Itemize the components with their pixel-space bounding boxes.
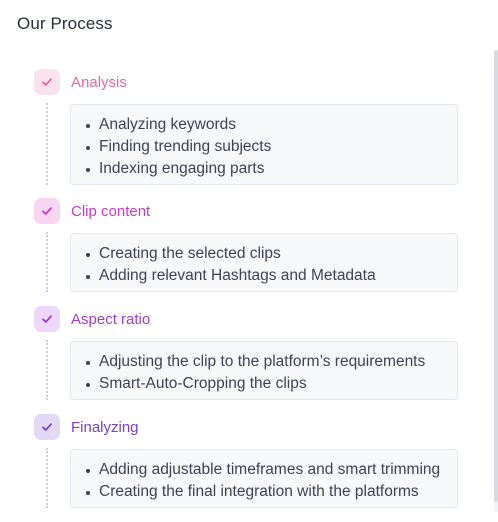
step-details-list: Creating the selected clips Adding relev… — [84, 243, 457, 287]
step-details-card: Creating the selected clips Adding relev… — [70, 233, 458, 292]
step-header: Clip content — [34, 198, 150, 224]
step-connector — [46, 448, 48, 508]
step-connector — [46, 232, 48, 292]
step-details-card: Adding adjustable timeframes and smart t… — [70, 449, 458, 508]
check-icon — [34, 414, 60, 440]
step-label: Clip content — [71, 202, 151, 220]
step-header: Analysis — [34, 69, 127, 95]
step-details-list: Analyzing keywords Finding trending subj… — [84, 114, 457, 180]
step-header: Aspect ratio — [34, 306, 150, 332]
list-item: Adding adjustable timeframes and smart t… — [84, 459, 457, 481]
section-title: Our Process — [17, 14, 113, 33]
list-item: Adjusting the clip to the platform’s req… — [84, 351, 457, 373]
list-item: Creating the final integration with the … — [84, 481, 457, 503]
step-label: Finalyzing — [71, 418, 139, 436]
step-details-list: Adding adjustable timeframes and smart t… — [84, 459, 457, 503]
list-item: Adding relevant Hashtags and Metadata — [84, 265, 457, 287]
step-connector — [46, 340, 48, 400]
scrollbar-thumb[interactable] — [494, 50, 498, 502]
list-item: Analyzing keywords — [84, 114, 457, 136]
list-item: Indexing engaging parts — [84, 158, 457, 180]
step-label: Aspect ratio — [71, 310, 151, 328]
step-details-card: Analyzing keywords Finding trending subj… — [70, 104, 458, 185]
step-details-card: Adjusting the clip to the platform’s req… — [70, 341, 458, 400]
check-icon — [34, 198, 60, 224]
step-details-list: Adjusting the clip to the platform’s req… — [84, 351, 457, 395]
step-header: Finalyzing — [34, 414, 139, 440]
list-item: Creating the selected clips — [84, 243, 457, 265]
list-item: Finding trending subjects — [84, 136, 457, 158]
check-icon — [34, 306, 60, 332]
list-item: Smart-Auto-Cropping the clips — [84, 373, 457, 395]
step-connector — [46, 103, 48, 185]
check-icon — [34, 69, 60, 95]
step-label: Analysis — [71, 73, 127, 91]
